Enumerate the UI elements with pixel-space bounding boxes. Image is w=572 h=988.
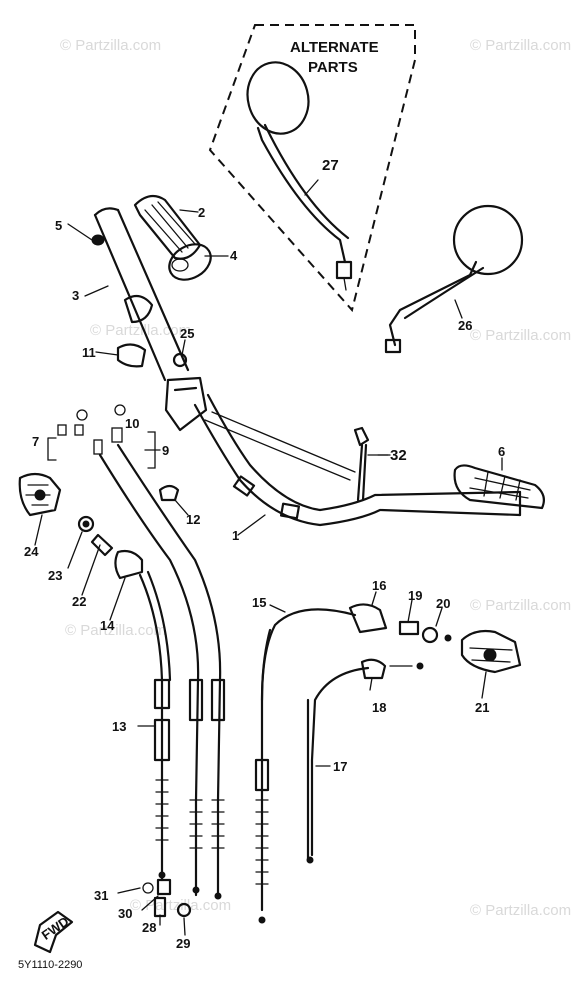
callout-17: 17 — [333, 759, 347, 774]
callout-15: 15 — [252, 595, 266, 610]
watermarks: © Partzilla.com © Partzilla.com © Partzi… — [60, 37, 571, 919]
callout-25: 25 — [180, 326, 194, 341]
callout-31: 31 — [94, 888, 108, 903]
alternate-label: ALTERNATE — [290, 39, 379, 56]
watermark: © Partzilla.com — [90, 322, 191, 339]
callout-23: 23 — [48, 568, 62, 583]
callout-28: 28 — [142, 920, 156, 935]
leader-lines — [34, 179, 503, 936]
callout-19: 19 — [408, 588, 422, 603]
callout-7: 7 — [32, 434, 39, 449]
callout-13: 13 — [112, 719, 126, 734]
callout-11: 11 — [82, 345, 96, 360]
watermark: © Partzilla.com — [470, 597, 571, 614]
mirror-round — [384, 204, 524, 354]
left-grip — [133, 194, 212, 281]
callout-21: 21 — [475, 700, 489, 715]
alternate-parts-box: ALTERNATE PARTS — [208, 24, 416, 313]
callout-10: 10 — [125, 416, 139, 431]
callout-27: 27 — [322, 157, 339, 174]
callout-30: 30 — [118, 906, 132, 921]
watermark: © Partzilla.com — [470, 902, 571, 919]
reference-code: 5Y1110-2290 — [18, 959, 82, 971]
cable-tie — [353, 426, 389, 502]
right-cables — [254, 608, 370, 924]
watermark: © Partzilla.com — [65, 622, 166, 639]
left-handlebar-section — [91, 207, 190, 382]
clutch-cable — [138, 570, 172, 882]
callout-29: 29 — [176, 936, 190, 951]
part-12 — [158, 484, 180, 502]
callout-14: 14 — [100, 618, 115, 633]
parts-label: PARTS — [308, 59, 358, 76]
mirror-oval — [246, 61, 353, 291]
callout-16: 16 — [372, 578, 386, 593]
throttle-adjuster-parts — [348, 603, 452, 680]
callout-2: 2 — [198, 205, 205, 220]
watermark: © Partzilla.com — [470, 37, 571, 54]
handlebar-clamp — [164, 376, 208, 432]
callout-1: 1 — [232, 528, 239, 543]
callout-32: 32 — [390, 447, 407, 464]
callout-20: 20 — [436, 596, 450, 611]
callout-12: 12 — [186, 512, 200, 527]
callout-3: 3 — [72, 288, 79, 303]
fwd-arrow: FWD — [33, 910, 74, 954]
callout-24: 24 — [24, 544, 39, 559]
callout-22: 22 — [72, 594, 86, 609]
callout-4: 4 — [230, 248, 238, 263]
callout-5: 5 — [55, 218, 62, 233]
watermark: © Partzilla.com — [60, 37, 161, 54]
left-switch — [18, 472, 62, 517]
clutch-perch-parts — [77, 515, 144, 580]
right-grip — [453, 464, 545, 510]
throttle-cables — [98, 443, 226, 900]
callout-numbers: 2 4 5 3 11 25 7 10 9 12 1 32 6 27 26 24 … — [24, 157, 505, 951]
callout-6: 6 — [498, 444, 505, 459]
right-switch — [460, 629, 522, 674]
callout-26: 26 — [458, 318, 472, 333]
callout-9: 9 — [162, 443, 169, 458]
main-handlebar — [193, 393, 522, 527]
callout-18: 18 — [372, 700, 386, 715]
watermark: © Partzilla.com — [470, 327, 571, 344]
